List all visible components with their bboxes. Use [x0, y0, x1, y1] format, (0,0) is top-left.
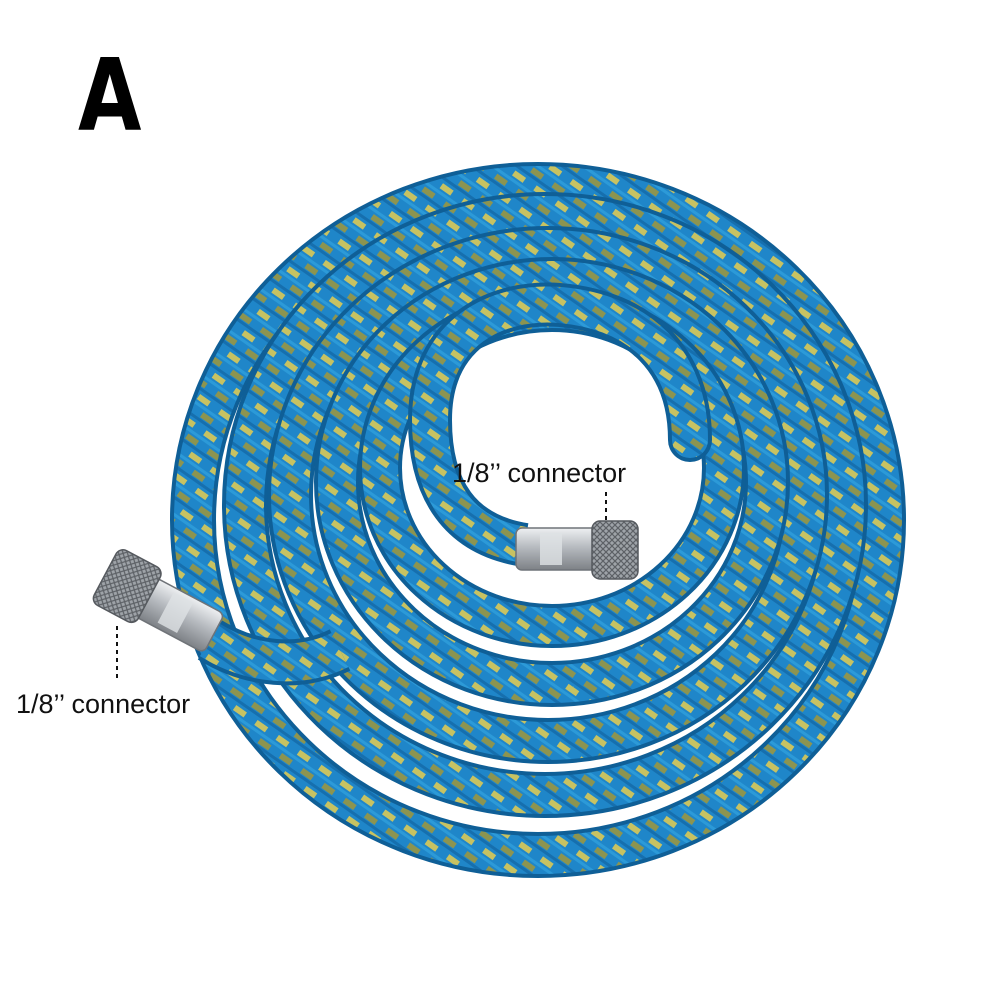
inner-connector-label: 1/8’’ connector [452, 458, 627, 488]
variant-letter: A [78, 37, 142, 154]
inner-connector [515, 520, 639, 580]
outer-connector-label: 1/8’’ connector [16, 689, 191, 719]
hose-coil [170, 162, 906, 878]
inner-hose-end [408, 419, 530, 567]
outer-hose-end [197, 620, 351, 686]
outer-connector [92, 549, 224, 652]
knurled-nut-icon [92, 549, 162, 624]
knurled-nut-icon [591, 520, 639, 580]
